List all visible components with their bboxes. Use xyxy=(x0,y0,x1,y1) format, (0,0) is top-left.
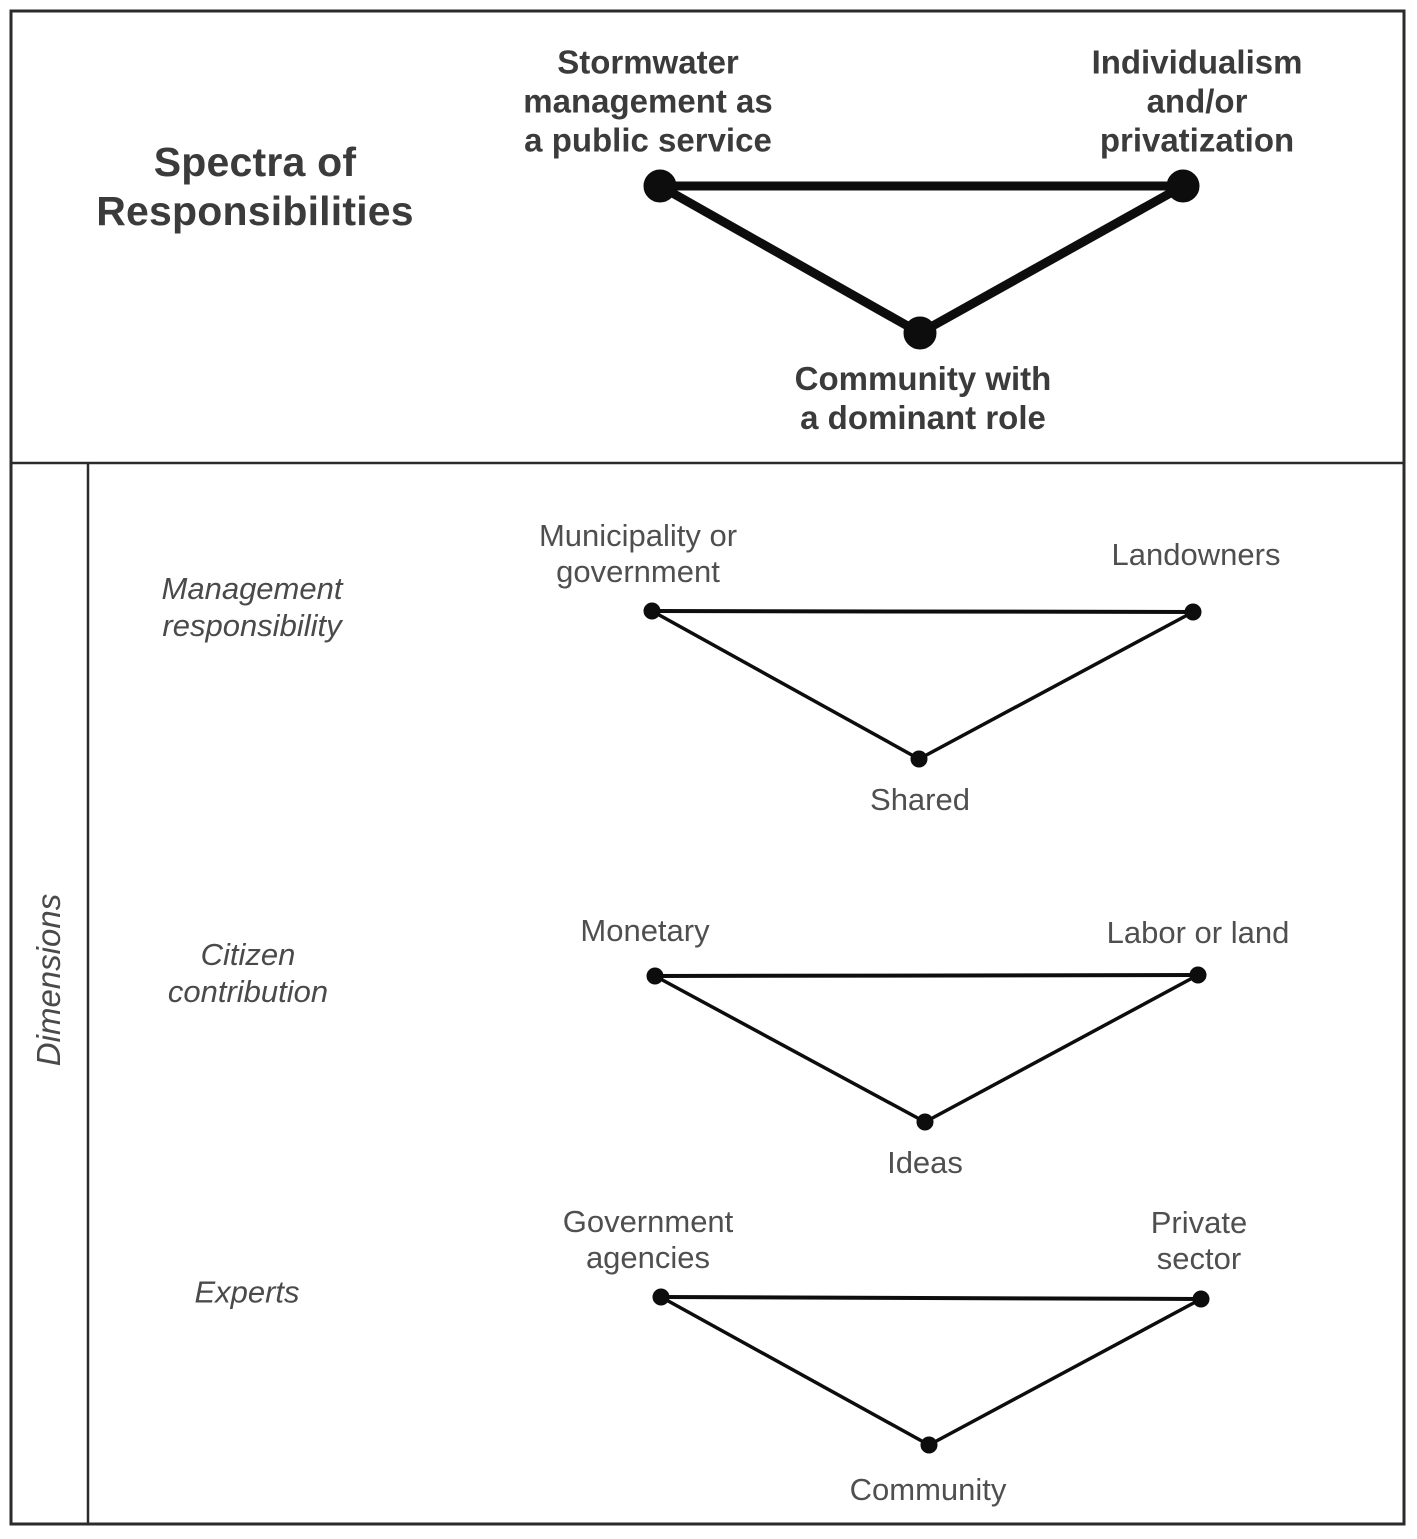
spectra-bottom-pole-label: Community with a dominant role xyxy=(794,360,1052,436)
figure-frame xyxy=(9,9,1406,1526)
dimensions-axis-label: Dimensions xyxy=(30,893,67,1067)
row-label-management-responsibility: Management responsibility xyxy=(161,571,343,643)
experts-triangle xyxy=(652,1288,1210,1454)
spectra-left-pole-label: Stormwater management as a public servic… xyxy=(523,43,773,159)
row1-right-pole-label: Landowners xyxy=(1111,537,1281,572)
row2-bottom-pole-label: Ideas xyxy=(887,1145,963,1180)
row1-left-pole-label: Municipality or government xyxy=(538,518,738,589)
row2-left-pole-label: Monetary xyxy=(580,913,710,948)
row-label-experts: Experts xyxy=(194,1274,300,1310)
row2-right-pole-label: Labor or land xyxy=(1106,915,1290,950)
spectra-triangle xyxy=(643,169,1200,350)
row3-right-pole-label: Private sector xyxy=(1150,1205,1248,1276)
row1-bottom-pole-label: Shared xyxy=(870,782,970,817)
panel-title: Spectra of Responsibilities xyxy=(96,139,414,234)
row3-left-pole-label: Government agencies xyxy=(562,1204,734,1275)
row3-bottom-pole-label: Community xyxy=(849,1472,1007,1507)
citizen-contribution-triangle xyxy=(646,966,1207,1131)
management-responsibility-triangle xyxy=(643,602,1202,768)
spectra-right-pole-label: Individualism and/or privatization xyxy=(1091,43,1303,159)
row-label-citizen-contribution: Citizen contribution xyxy=(167,937,329,1009)
